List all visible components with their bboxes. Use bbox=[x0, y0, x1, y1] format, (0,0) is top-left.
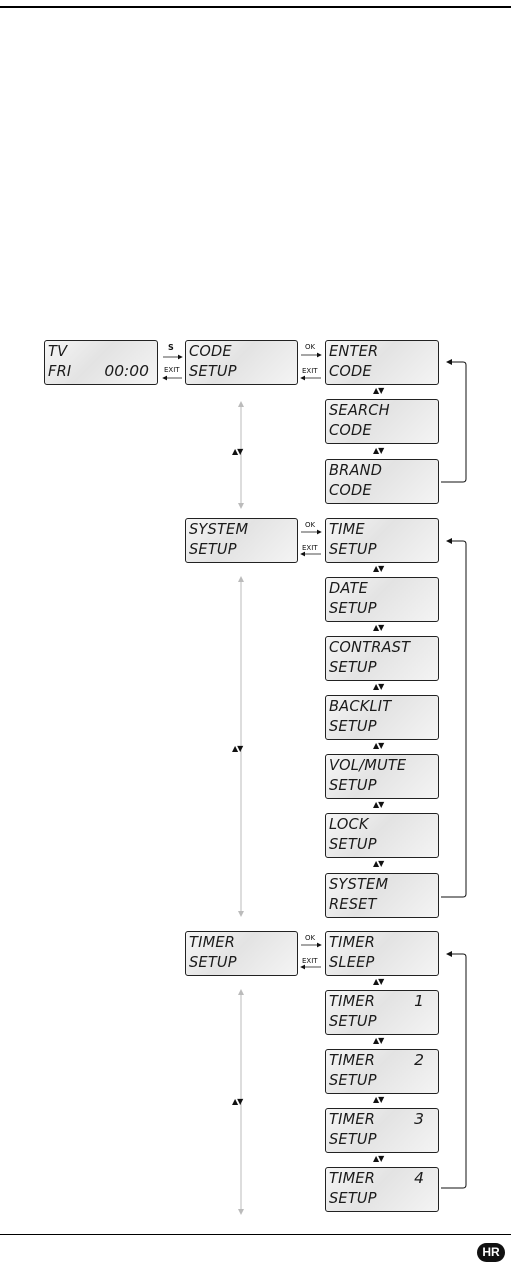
display-line-1: CODE bbox=[189, 342, 232, 360]
bottom-rule bbox=[0, 1234, 511, 1235]
updown-arrows: ▲▼ bbox=[373, 1154, 384, 1163]
timer-number: 3 bbox=[414, 1110, 424, 1128]
top-rule bbox=[0, 6, 511, 8]
updown-arrows: ▲▼ bbox=[373, 623, 384, 632]
updown-range-label: ▲▼ bbox=[232, 1097, 243, 1106]
exit-key-label: EXIT bbox=[302, 367, 318, 375]
ok-key-label: OK bbox=[305, 343, 316, 351]
display-line-1: TIMER bbox=[329, 1169, 376, 1187]
display-line-1: SEARCH bbox=[329, 401, 390, 419]
lcd-vol-mute-setup: VOL/MUTE SETUP bbox=[325, 754, 439, 799]
display-line-2: SETUP bbox=[189, 540, 237, 558]
display-line-2: RESET bbox=[329, 895, 377, 913]
lcd-code-setup-menu: CODE SETUP bbox=[185, 340, 298, 385]
lcd-timer-sleep: TIMER SLEEP bbox=[325, 931, 439, 976]
updown-arrows: ▲▼ bbox=[373, 386, 384, 395]
display-line-2: SETUP bbox=[329, 540, 377, 558]
display-line-1: TIMER bbox=[329, 1051, 376, 1069]
display-line-2: SLEEP bbox=[329, 953, 375, 971]
updown-arrows: ▲▼ bbox=[373, 977, 384, 986]
display-line-2: SETUP bbox=[329, 717, 377, 735]
timer-number: 1 bbox=[414, 992, 424, 1010]
display-line-2: FRI bbox=[48, 362, 72, 380]
display-line-1: TIMER bbox=[329, 1110, 376, 1128]
lcd-brand-code: BRAND CODE bbox=[325, 459, 439, 504]
display-line-2: SETUP bbox=[329, 835, 377, 853]
display-line-1: TIMER bbox=[329, 992, 376, 1010]
ok-key-label: OK bbox=[305, 934, 316, 942]
updown-arrows: ▲▼ bbox=[373, 446, 384, 455]
lcd-enter-code: ENTER CODE bbox=[325, 340, 439, 385]
display-line-1: TIME bbox=[329, 520, 365, 538]
display-line-1: DATE bbox=[329, 579, 368, 597]
lcd-timer-1-setup: TIMER 1 SETUP bbox=[325, 990, 439, 1035]
updown-arrows: ▲▼ bbox=[373, 682, 384, 691]
display-line-2: SETUP bbox=[329, 776, 377, 794]
display-line-2: CODE bbox=[329, 362, 372, 380]
timer-number: 2 bbox=[414, 1051, 424, 1069]
display-line-1: BRAND bbox=[329, 461, 383, 479]
display-line-1: TIMER bbox=[329, 933, 376, 951]
lcd-timer-4-setup: TIMER 4 SETUP bbox=[325, 1167, 439, 1212]
exit-key-label: EXIT bbox=[302, 957, 318, 965]
updown-arrows: ▲▼ bbox=[373, 1095, 384, 1104]
display-line-2: SETUP bbox=[329, 1071, 377, 1089]
display-line-2: SETUP bbox=[329, 599, 377, 617]
lcd-contrast-setup: CONTRAST SETUP bbox=[325, 636, 439, 681]
display-line-1: TV bbox=[48, 342, 68, 360]
display-line-1: ENTER bbox=[329, 342, 379, 360]
display-line-2: SETUP bbox=[329, 1012, 377, 1030]
display-line-1: SYSTEM bbox=[189, 520, 249, 538]
display-line-1: VOL/MUTE bbox=[329, 756, 407, 774]
display-line-1: CONTRAST bbox=[329, 638, 411, 656]
lcd-backlit-setup: BACKLIT SETUP bbox=[325, 695, 439, 740]
updown-arrows: ▲▼ bbox=[373, 859, 384, 868]
updown-range-label: ▲▼ bbox=[232, 744, 243, 753]
lcd-time-setup: TIME SETUP bbox=[325, 518, 439, 563]
lcd-lock-setup: LOCK SETUP bbox=[325, 813, 439, 858]
display-line-1: BACKLIT bbox=[329, 697, 392, 715]
exit-key-label: EXIT bbox=[302, 544, 318, 552]
display-line-1: SYSTEM bbox=[329, 875, 389, 893]
set-key-label: S bbox=[168, 343, 174, 352]
display-line-2: CODE bbox=[329, 481, 372, 499]
exit-key-label: EXIT bbox=[164, 366, 180, 374]
lcd-timer-3-setup: TIMER 3 SETUP bbox=[325, 1108, 439, 1153]
display-line-2: SETUP bbox=[189, 362, 237, 380]
updown-arrows: ▲▼ bbox=[373, 741, 384, 750]
lcd-system-reset: SYSTEM RESET bbox=[325, 873, 439, 918]
display-line-2: SETUP bbox=[329, 1130, 377, 1148]
updown-arrows: ▲▼ bbox=[373, 564, 384, 573]
display-line-2: SETUP bbox=[329, 658, 377, 676]
language-badge: HR bbox=[477, 1243, 505, 1262]
display-line-1: LOCK bbox=[329, 815, 369, 833]
display-time: 00:00 bbox=[104, 362, 149, 380]
updown-range-label: ▲▼ bbox=[232, 447, 243, 456]
timer-number: 4 bbox=[414, 1169, 424, 1187]
display-line-2: SETUP bbox=[189, 953, 237, 971]
updown-arrows: ▲▼ bbox=[373, 1036, 384, 1045]
lcd-date-setup: DATE SETUP bbox=[325, 577, 439, 622]
lcd-search-code: SEARCH CODE bbox=[325, 399, 439, 444]
lcd-timer-setup-menu: TIMER SETUP bbox=[185, 931, 298, 976]
lcd-timer-2-setup: TIMER 2 SETUP bbox=[325, 1049, 439, 1094]
display-line-1: TIMER bbox=[189, 933, 236, 951]
lcd-system-setup-menu: SYSTEM SETUP bbox=[185, 518, 298, 563]
ok-key-label: OK bbox=[305, 521, 316, 529]
display-line-2: CODE bbox=[329, 421, 372, 439]
updown-arrows: ▲▼ bbox=[373, 800, 384, 809]
lcd-home-display: TV FRI 00:00 bbox=[44, 340, 158, 385]
display-line-2: SETUP bbox=[329, 1189, 377, 1207]
